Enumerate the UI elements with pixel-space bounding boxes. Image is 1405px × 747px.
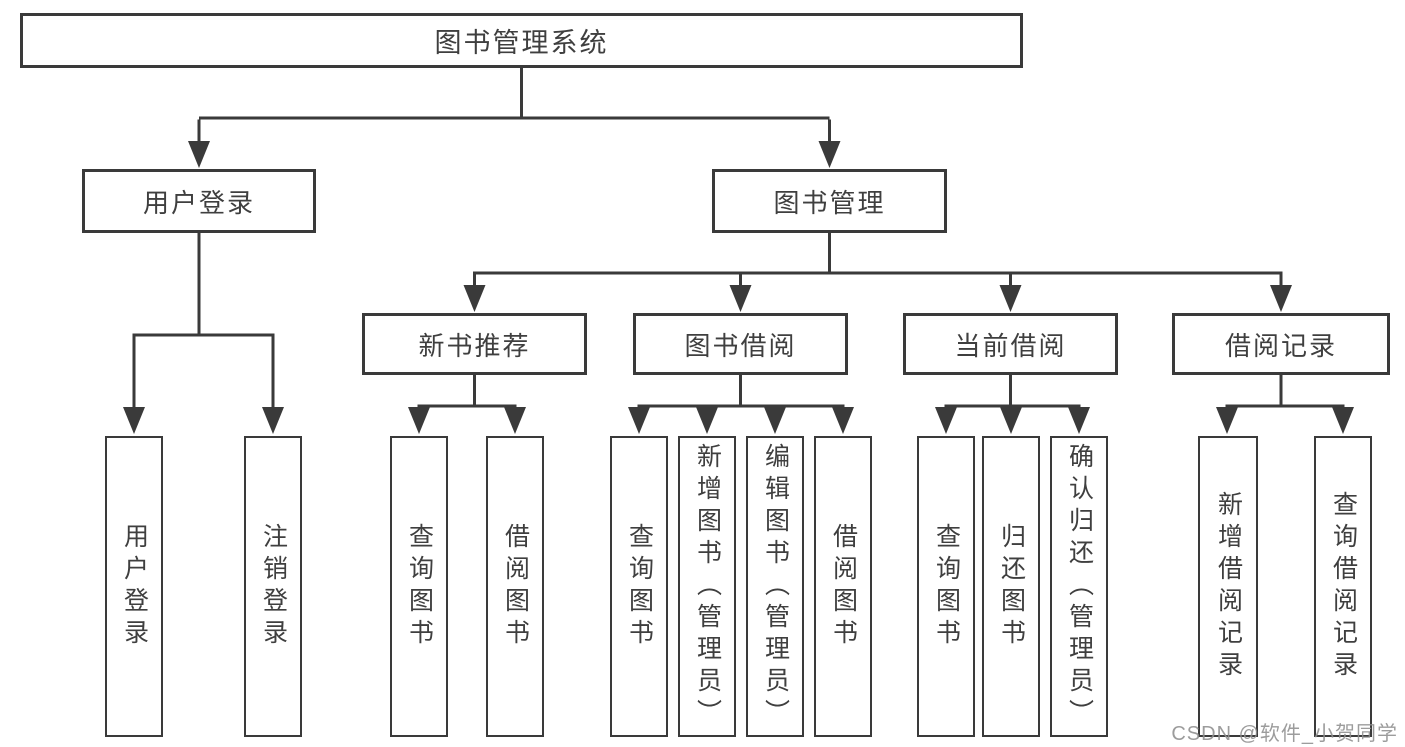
leaf-query-borrow-record: 查询借阅记录 bbox=[1314, 436, 1372, 737]
node-new-book-recommendation: 新书推荐 bbox=[362, 313, 587, 375]
leaf-query-books-recommendation: 查询图书 bbox=[390, 436, 448, 737]
arrowheads bbox=[123, 141, 1354, 434]
leaf-query-books-borrowing: 查询图书 bbox=[610, 436, 668, 737]
leaf-logout: 注销登录 bbox=[244, 436, 302, 737]
watermark: CSDN @软件_小贺同学 bbox=[1171, 723, 1398, 745]
node-current-borrowing: 当前借阅 bbox=[903, 313, 1118, 375]
leaf-add-borrow-record: 新增借阅记录 bbox=[1198, 436, 1258, 737]
node-book-borrowing: 图书借阅 bbox=[633, 313, 848, 375]
node-book-management: 图书管理 bbox=[712, 169, 947, 233]
leaf-return-book: 归还图书 bbox=[982, 436, 1040, 737]
leaf-add-book-admin: 新增图书（管理员） bbox=[678, 436, 736, 737]
leaf-user-login: 用户登录 bbox=[105, 436, 163, 737]
leaf-confirm-return-admin: 确认归还（管理员） bbox=[1050, 436, 1108, 737]
leaf-query-books-current: 查询图书 bbox=[917, 436, 975, 737]
node-library-management-system: 图书管理系统 bbox=[20, 13, 1023, 68]
node-user-login: 用户登录 bbox=[82, 169, 316, 233]
leaf-borrow-books-borrowing: 借阅图书 bbox=[814, 436, 872, 737]
leaf-borrow-books-recommendation: 借阅图书 bbox=[486, 436, 544, 737]
node-borrowing-records: 借阅记录 bbox=[1172, 313, 1390, 375]
leaf-edit-book-admin: 编辑图书（管理员） bbox=[746, 436, 804, 737]
